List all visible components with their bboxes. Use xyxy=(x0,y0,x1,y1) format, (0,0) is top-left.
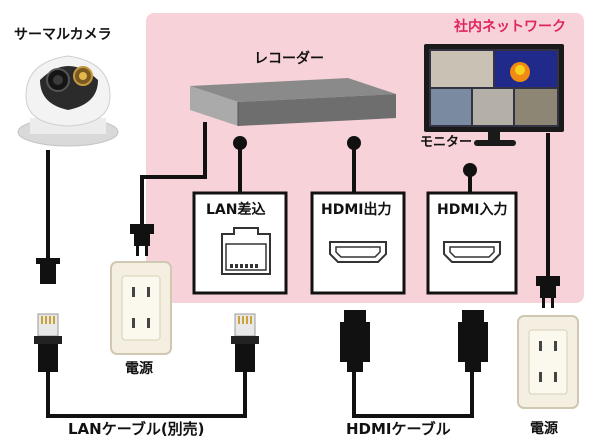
port-box-hdmi-out xyxy=(310,191,406,295)
camera-label: サーマルカメラ xyxy=(14,27,112,43)
port-hdmi-out-label: HDMI出力 xyxy=(321,202,392,218)
port-lan-label: LAN差込 xyxy=(206,202,266,218)
camera-lan-cable xyxy=(46,372,247,418)
recorder-label: レコーダー xyxy=(254,51,324,67)
recorder-device xyxy=(190,78,396,126)
wall-outlet-left xyxy=(110,261,172,355)
hdmi-cable xyxy=(352,372,474,418)
lan-cable-label: LANケーブル(別売) xyxy=(68,420,205,438)
wall-outlet-right xyxy=(517,315,579,409)
recorder-power-cable xyxy=(140,122,207,224)
port-box-hdmi-in xyxy=(426,191,518,295)
monitor-power-plug xyxy=(536,276,560,308)
lan-connector-left xyxy=(34,313,62,372)
port-hdmi-in-label: HDMI入力 xyxy=(437,202,508,218)
recorder-power-plug xyxy=(130,224,154,256)
hdmi-connector-left xyxy=(340,310,370,372)
lan-connector-right xyxy=(231,313,259,372)
network-label: 社内ネットワーク xyxy=(454,19,566,35)
outlet-left-label: 電源 xyxy=(125,361,153,377)
monitor-device xyxy=(424,44,564,146)
cable-junction-dots xyxy=(233,136,477,177)
thermal-camera xyxy=(17,55,119,147)
cables xyxy=(46,122,550,418)
hdmi-connector-right xyxy=(458,310,488,372)
monitor-label: モニター xyxy=(420,135,473,150)
hdmi-cable-label: HDMIケーブル xyxy=(346,420,451,438)
camera-power-plug xyxy=(36,258,60,284)
port-box-lan xyxy=(192,191,288,295)
outlet-right-label: 電源 xyxy=(530,421,558,437)
